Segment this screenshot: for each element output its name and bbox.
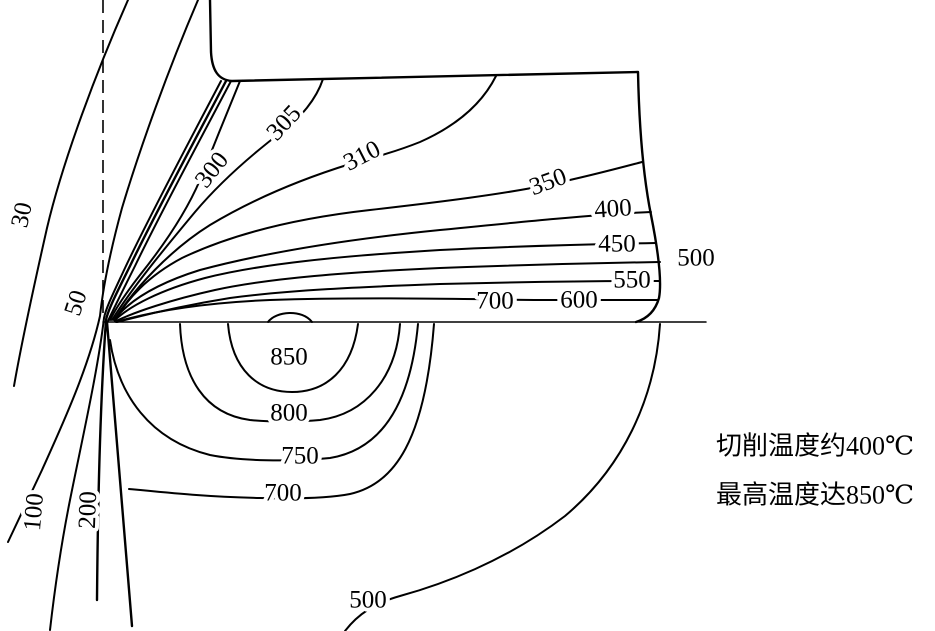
isotherm-850-line: [227, 323, 359, 393]
lower-left-boundary-line: [105, 320, 134, 628]
isotherm-label-500-upper: 500: [677, 245, 715, 272]
isotherm-label-600: 600: [560, 287, 598, 314]
isotherm-label-310: 310: [339, 135, 385, 176]
isotherm-label-350: 350: [526, 163, 570, 201]
annotation-cutting-temperature: 切削温度约400℃: [716, 432, 914, 461]
isotherm-100-line: [49, 80, 222, 631]
isotherm-500-lower-line: [344, 323, 661, 631]
isotherm-400-line: [113, 211, 652, 321]
isotherm-label-100: 100: [19, 492, 49, 532]
isotherm-500-upper-line: [115, 261, 661, 322]
isotherm-label-750: 750: [281, 443, 319, 470]
isotherm-label-850: 850: [270, 344, 308, 371]
isotherm-30-line: [13, 0, 129, 387]
isotherm-label-550: 550: [613, 267, 651, 294]
isotherm-600-700-line: [115, 297, 659, 323]
isotherm-200-line: [95, 79, 228, 602]
isotherm-450-line: [114, 242, 657, 321]
isotherm-label-700-lower: 700: [264, 480, 302, 507]
isotherm-300-line: [109, 80, 241, 321]
upper-region-outline: [208, 0, 662, 324]
isotherm-750-line: [109, 323, 419, 462]
annotation-max-temperature: 最高温度达850℃: [716, 481, 914, 510]
isotherm-label-400: 400: [593, 194, 632, 224]
isotherm-label-200: 200: [74, 491, 102, 529]
shear-bundle-line: [107, 80, 232, 322]
isotherm-label-50: 50: [59, 287, 92, 319]
isotherm-305-line: [111, 78, 324, 321]
isotherm-50-line: [7, 0, 199, 543]
isotherm-800-line: [179, 323, 401, 423]
isotherm-700-lower-line: [128, 323, 435, 500]
isotherm-label-500-lower: 500: [349, 587, 387, 614]
isotherm-label-30: 30: [6, 200, 38, 230]
isotherm-310-line: [113, 75, 497, 321]
isotherm-label-800: 800: [270, 400, 308, 427]
isotherm-label-450: 450: [598, 231, 636, 258]
isotherm-850-peak: [267, 312, 313, 323]
isotherm-label-305: 305: [261, 100, 306, 146]
isotherm-350-line: [114, 161, 643, 322]
isotherm-label-700-upper: 700: [476, 288, 514, 315]
